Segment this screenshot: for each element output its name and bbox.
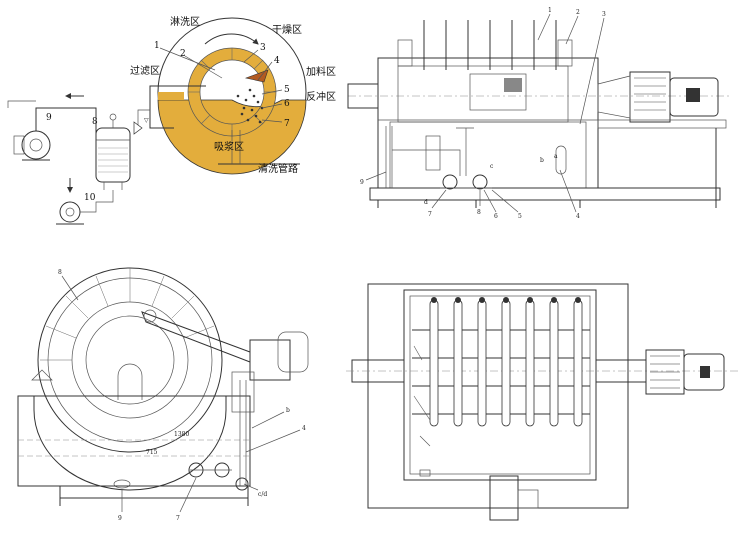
side-drum-ring2: [71, 301, 189, 419]
svg-text:d: d: [424, 199, 428, 206]
svg-text:4: 4: [576, 213, 580, 220]
side-trough: [33, 396, 227, 491]
front-inspection-slot: [555, 145, 567, 175]
side-dim-715: 715: [146, 449, 158, 456]
svg-text:9: 9: [118, 515, 122, 522]
receiver-inlet-pipe: [137, 109, 150, 128]
svg-text:4: 4: [274, 56, 280, 66]
side-arch-opening: [117, 363, 143, 400]
top-tank: [403, 289, 597, 481]
process-schematic: 淋洗区 干燥区 过滤区 加料区 反冲区 吸浆区 清洗管路 1 2 3 4 5 6…: [7, 15, 336, 225]
svg-text:1: 1: [548, 7, 552, 14]
svg-text:2: 2: [180, 49, 186, 59]
valve-symbol: [133, 121, 143, 135]
svg-text:3: 3: [602, 11, 606, 18]
label-feed-zone: 加料区: [306, 65, 336, 78]
label-filter-zone: 过滤区: [130, 64, 160, 77]
front-legs: [377, 128, 717, 208]
rotation-arrow: [204, 33, 259, 45]
discharged-cake: [236, 88, 264, 124]
top-outer-frame: [367, 283, 629, 509]
front-side-brackets: [397, 39, 573, 67]
receiver-tank: 8: [92, 113, 131, 190]
side-motor: [277, 331, 309, 373]
top-filter-tubes: [429, 299, 583, 427]
side-elevation-view: 1380 715 8 4 b: [17, 267, 309, 522]
scraper-blade: [244, 69, 269, 83]
svg-text:10: 10: [84, 193, 96, 203]
vacuum-pump: 9: [7, 100, 97, 161]
front-base-frame: [369, 187, 721, 201]
side-bottom-valves: [31, 369, 249, 491]
label-backflush-zone: 反冲区: [306, 90, 336, 103]
svg-text:6: 6: [494, 213, 498, 220]
schematic-callouts: 1 2 3 4 5 6 7: [154, 41, 290, 129]
front-gearbox: [629, 71, 671, 123]
side-base: [59, 485, 249, 499]
front-motor-base: [597, 119, 727, 129]
front-valve-panel: [469, 73, 527, 111]
label-dry-zone: 干燥区: [272, 24, 302, 36]
svg-text:9: 9: [360, 179, 364, 186]
slurry-left-arm: [158, 92, 184, 100]
svg-text:8: 8: [58, 269, 62, 276]
front-panel-window: [504, 78, 522, 92]
top-braces: [413, 345, 431, 447]
top-tube-caps: [431, 297, 581, 303]
gauge-mark: ▽: [144, 117, 149, 124]
svg-text:4: 4: [302, 425, 306, 432]
svg-text:b: b: [540, 157, 544, 164]
top-manifolds: [412, 329, 590, 415]
front-motor: [669, 77, 719, 117]
front-callouts: 1 2 3 4 5 6 7 8 9 a b c d: [360, 7, 606, 220]
side-drive-housing: [249, 339, 291, 381]
svg-text:7: 7: [284, 119, 290, 129]
svg-text:3: 3: [260, 43, 266, 53]
top-plan-view: [346, 283, 740, 521]
svg-text:1: 1: [154, 41, 160, 51]
top-tank-inner: [409, 295, 591, 475]
label-wash-zone: 淋洗区: [170, 15, 200, 28]
filtrate-pump: 10: [56, 190, 114, 225]
svg-text:7: 7: [176, 515, 180, 522]
svg-text:7: 7: [428, 211, 432, 218]
front-drum-cover: [397, 65, 569, 123]
svg-text:8: 8: [92, 117, 98, 127]
side-callouts: 8 4 b c/d 9 7: [58, 269, 306, 522]
svg-text:a: a: [554, 153, 558, 160]
label-suction-zone: 吸浆区: [214, 140, 244, 153]
top-motor: [683, 353, 725, 391]
svg-text:5: 5: [284, 85, 290, 95]
filtrate-pipe: [149, 85, 206, 129]
side-drum-hub: [85, 315, 175, 405]
side-scraper-arm: [141, 311, 251, 363]
svg-text:b: b: [286, 407, 290, 414]
side-drum-segments: [40, 268, 215, 361]
front-tank-body: [377, 57, 599, 189]
label-clean-pipe: 清洗管路: [258, 162, 298, 175]
front-piping: [385, 126, 492, 190]
front-elevation-view: 1 2 3 4 5 6 7 8 9 a b c d: [347, 7, 730, 220]
front-left-shaft-box: [347, 83, 379, 109]
top-bottom-pump: [489, 475, 519, 521]
svg-text:6: 6: [284, 99, 290, 109]
svg-text:9: 9: [46, 113, 52, 123]
svg-text:c: c: [490, 163, 494, 170]
front-scraper-levers: [423, 20, 557, 70]
svg-text:2: 2: [576, 9, 580, 16]
svg-text:c/d: c/d: [258, 491, 267, 498]
side-dim-1380: 1380: [174, 431, 189, 438]
svg-text:8: 8: [477, 209, 481, 216]
svg-text:5: 5: [518, 213, 522, 220]
side-arm-pivot: [143, 309, 157, 323]
